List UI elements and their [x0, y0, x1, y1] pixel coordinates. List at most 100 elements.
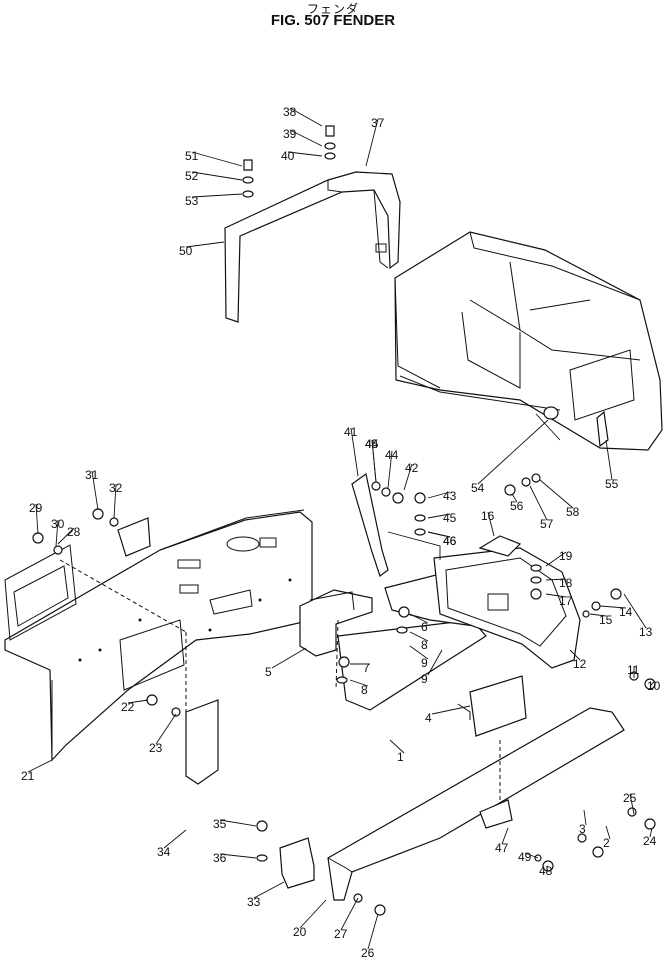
callout-leader [253, 881, 285, 899]
callout-label-56: 56 [510, 499, 524, 513]
callout-leader [127, 699, 149, 704]
callout-leader [605, 439, 613, 481]
callout-leader [387, 450, 393, 489]
callout-leader [219, 819, 257, 827]
callout-leader [599, 605, 627, 609]
callout-label-5: 5 [265, 665, 272, 679]
callout-leader [350, 427, 359, 477]
callout-label-48: 48 [539, 864, 553, 878]
callout-label-43: 43 [443, 489, 457, 503]
callout-label-40: 40 [281, 149, 295, 163]
callout-label-7: 7 [363, 661, 370, 675]
callout-label-57: 57 [540, 517, 554, 531]
fasteners [32, 125, 656, 916]
callout-label-10: 10 [647, 679, 661, 693]
callout-leader [289, 107, 323, 127]
callout-leader [605, 825, 611, 840]
callout-label-28: 28 [67, 525, 81, 539]
post-35 [279, 837, 315, 889]
callout-label-33: 33 [247, 895, 261, 909]
bottom-right-frame [327, 703, 625, 901]
callout-leader [427, 649, 443, 676]
callout-leader [427, 491, 451, 499]
callout-label-44: 44 [385, 448, 399, 462]
cab-cover [394, 231, 663, 451]
callout-label-32: 32 [109, 481, 123, 495]
callout-label-13: 13 [639, 625, 653, 639]
callout-leader [219, 853, 257, 859]
left-side-frame [4, 509, 313, 762]
callout-leader [289, 129, 323, 147]
callout-label-18: 18 [559, 576, 573, 590]
callout-leader [427, 513, 451, 519]
callout-leader [55, 519, 59, 547]
callout-leader [545, 593, 567, 598]
upper-fender-panel [224, 171, 401, 323]
callout-label-22: 22 [121, 700, 135, 714]
callout-leader [477, 419, 549, 485]
callout-leader [409, 613, 429, 624]
callout-leader [427, 531, 451, 538]
callout-label-52: 52 [185, 169, 199, 183]
callout-leader [545, 865, 549, 868]
callout-label-35: 35 [213, 817, 227, 831]
center-bracket [299, 589, 373, 657]
callout-label-16: 16 [481, 509, 495, 523]
callout-label-36: 36 [213, 851, 227, 865]
callout-label-45: 45 [365, 437, 379, 451]
callout-label-31: 31 [85, 468, 99, 482]
callout-leader [501, 827, 509, 845]
callout-label-50: 50 [179, 244, 193, 258]
callout-leader [649, 681, 655, 687]
post-36 [185, 699, 219, 785]
callout-label-53: 53 [185, 194, 199, 208]
callout-label-39: 39 [283, 127, 297, 141]
callout-label-4: 4 [425, 711, 432, 725]
callout-leader [529, 485, 548, 521]
callout-label-23: 23 [149, 741, 163, 755]
callout-label-47: 47 [495, 841, 509, 855]
callout-leader [403, 463, 413, 491]
grille-cover [433, 547, 581, 669]
callout-label-46: 46 [443, 534, 457, 548]
callout-leader [545, 578, 567, 581]
callout-label-46: 46 [443, 534, 457, 548]
callout-leader [511, 493, 518, 503]
callout-leader [163, 829, 187, 849]
cover-17 [478, 535, 522, 557]
callout-label-41: 41 [344, 425, 358, 439]
callout-leader [185, 241, 225, 248]
callout-leader [371, 439, 377, 483]
figure-title: FIG. 507 FENDER [270, 12, 396, 29]
callout-label-8: 8 [421, 638, 428, 652]
callout-label-25: 25 [623, 791, 637, 805]
callout-label-38: 38 [283, 105, 297, 119]
callout-leader [524, 852, 539, 859]
callout-label-2: 2 [603, 836, 610, 850]
callout-leader [35, 503, 39, 535]
callout-label-30: 30 [51, 517, 65, 531]
callout-label-44: 44 [365, 437, 379, 451]
callout-leader [539, 479, 574, 509]
callout-label-42: 42 [405, 461, 419, 475]
callout-leader [487, 511, 495, 537]
callout-label-9: 9 [421, 672, 428, 686]
rear-plate [469, 675, 527, 737]
callout-label-19: 19 [559, 549, 573, 563]
callout-label-14: 14 [619, 605, 633, 619]
callout-leader [431, 705, 471, 715]
callout-label-49: 49 [518, 850, 532, 864]
callout-leader [349, 679, 369, 687]
callout-leader [191, 193, 243, 198]
callout-leader [629, 793, 635, 815]
callout-label-37: 37 [371, 116, 385, 130]
plug-54 [543, 406, 559, 420]
callout-label-34: 34 [157, 845, 171, 859]
callout-leader [340, 897, 359, 931]
callout-leader [389, 739, 405, 754]
callout-label-26: 26 [361, 946, 375, 960]
callout-label-54: 54 [471, 481, 485, 495]
callout-leader [91, 470, 99, 511]
